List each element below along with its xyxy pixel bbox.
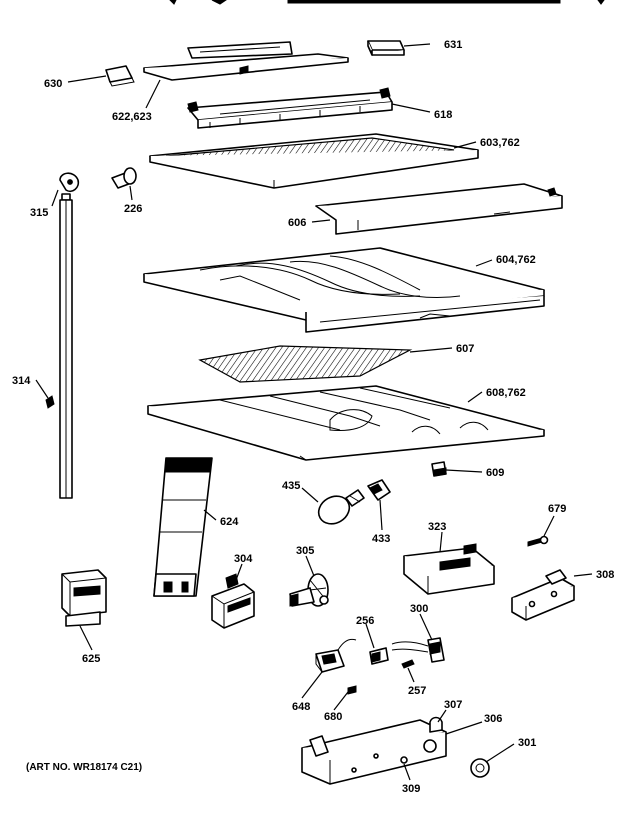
callout-631: 631 xyxy=(444,39,462,51)
callout-309: 309 xyxy=(402,783,420,795)
callout-306: 306 xyxy=(484,713,502,725)
part-305-damper-control xyxy=(289,573,329,607)
callout-618: 618 xyxy=(434,109,452,121)
callout-257: 257 xyxy=(408,685,426,697)
callout-226: 226 xyxy=(124,203,142,215)
part-624-bracket xyxy=(153,457,213,597)
cropped-top-strokes xyxy=(169,0,605,5)
part-306-control-bracket xyxy=(301,716,447,785)
callout-604-762: 604,762 xyxy=(496,254,536,266)
callout-622-623: 622,623 xyxy=(112,111,152,123)
part-622-623-top-cover xyxy=(143,41,349,81)
callout-307: 307 xyxy=(444,699,462,711)
part-648-thermostat xyxy=(315,638,357,673)
part-680-screw xyxy=(347,685,357,695)
callout-608-762: 608,762 xyxy=(486,387,526,399)
part-304-relay xyxy=(211,573,255,629)
callout-305: 305 xyxy=(296,545,314,557)
part-257-screw xyxy=(401,659,415,669)
part-630-cover xyxy=(105,65,135,87)
callout-308: 308 xyxy=(596,569,614,581)
callout-435: 435 xyxy=(282,480,300,492)
art-number-label: (ART NO. WR18174 C21) xyxy=(26,762,142,773)
part-609-clip xyxy=(431,461,447,477)
part-226-pin xyxy=(111,167,137,189)
callout-256: 256 xyxy=(356,615,374,627)
callout-609: 609 xyxy=(486,467,504,479)
part-625-switch-housing xyxy=(61,569,107,627)
callout-labels: 631 630 622,623 618 603,762 315 226 606 … xyxy=(12,39,614,795)
leader-lines xyxy=(35,43,593,781)
part-301-nut xyxy=(470,758,490,778)
callout-607: 607 xyxy=(456,343,474,355)
callout-304: 304 xyxy=(234,553,253,565)
part-618-bracket xyxy=(187,87,393,129)
part-607-mesh-filter xyxy=(198,345,413,383)
callout-648: 648 xyxy=(292,701,310,713)
callout-625: 625 xyxy=(82,653,100,665)
callout-606: 606 xyxy=(288,217,306,229)
callout-300: 300 xyxy=(410,603,428,615)
part-679-screw xyxy=(527,535,549,547)
callout-314: 314 xyxy=(12,375,31,387)
part-300-overload xyxy=(391,637,445,663)
part-435-light-bulb xyxy=(317,489,365,525)
callout-323: 323 xyxy=(428,521,446,533)
part-308-bracket xyxy=(511,569,575,621)
callout-301: 301 xyxy=(518,737,536,749)
callout-630: 630 xyxy=(44,78,62,90)
part-603-762-grille-shelf xyxy=(149,133,479,189)
callout-315: 315 xyxy=(30,207,48,219)
part-433-lamp-socket xyxy=(367,479,391,501)
callout-433: 433 xyxy=(372,533,390,545)
part-323-control xyxy=(403,543,495,595)
part-256-terminal xyxy=(369,647,389,665)
part-315-314-hinge-rod xyxy=(45,172,80,499)
callout-679: 679 xyxy=(548,503,566,515)
part-606-duct-cover xyxy=(315,183,563,235)
callout-624: 624 xyxy=(220,516,239,528)
callout-603-762: 603,762 xyxy=(480,137,520,149)
part-604-762-evaporator-cover xyxy=(143,247,545,333)
part-608-762-lower-panel xyxy=(147,385,545,461)
part-631-cover xyxy=(367,40,405,56)
callout-680: 680 xyxy=(324,711,342,723)
